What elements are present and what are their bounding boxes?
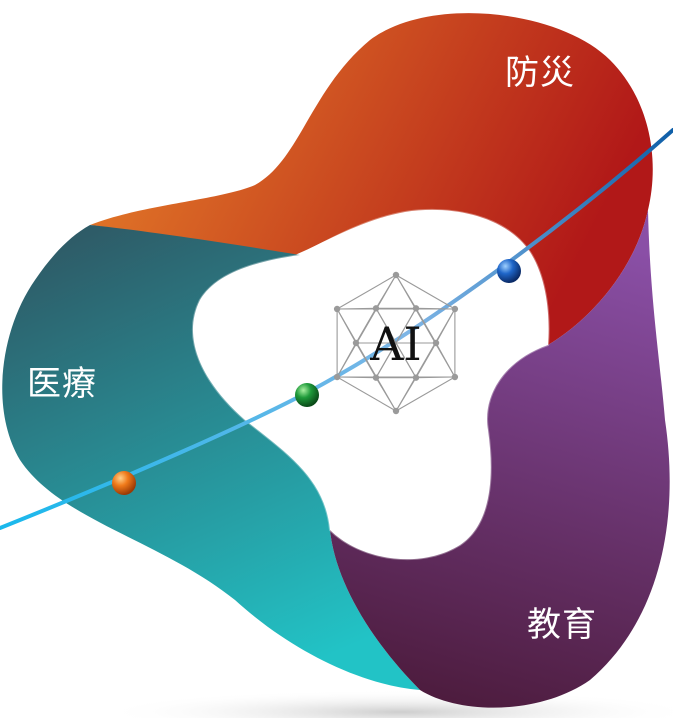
- network-edge: [355, 342, 377, 378]
- lobe-label-iryou: 医療: [27, 364, 97, 404]
- network-edge: [336, 274, 397, 310]
- network-node: [451, 305, 459, 313]
- floor-shadow: [100, 690, 673, 718]
- network-node: [333, 373, 341, 381]
- center-label: AI: [369, 317, 421, 371]
- blue-sphere: [497, 259, 521, 283]
- network-edge: [435, 342, 456, 378]
- network-node: [372, 305, 380, 312]
- network-node: [372, 374, 380, 381]
- network-node: [352, 339, 360, 347]
- network-edge: [355, 308, 377, 344]
- network-edge: [415, 342, 437, 378]
- network-node: [333, 305, 341, 313]
- network-edge: [395, 274, 456, 310]
- network-edge: [395, 376, 456, 412]
- network-edge: [395, 377, 417, 412]
- network-node: [392, 407, 400, 415]
- polyhedron-network-icon: [333, 271, 459, 415]
- lobe-bousai: [90, 13, 653, 346]
- lobe-label-bousai: 防災: [505, 53, 575, 93]
- network-edge: [336, 308, 357, 344]
- network-node: [392, 271, 400, 279]
- network-edge: [415, 308, 437, 344]
- orange-sphere: [112, 471, 136, 495]
- network-edge: [336, 376, 397, 412]
- network-edge: [337, 376, 377, 379]
- network-node: [412, 374, 420, 381]
- network-edge: [375, 308, 417, 378]
- lobe-iryou: [2, 225, 420, 690]
- network-edge: [336, 274, 397, 378]
- network-node: [451, 373, 459, 381]
- lobe-kyouiku: [330, 210, 670, 708]
- lobe-label-kyouiku: 教育: [527, 605, 597, 645]
- network-node: [412, 305, 420, 312]
- network-node: [432, 339, 440, 347]
- green-sphere: [295, 383, 319, 407]
- center-hole-edge: [191, 208, 550, 561]
